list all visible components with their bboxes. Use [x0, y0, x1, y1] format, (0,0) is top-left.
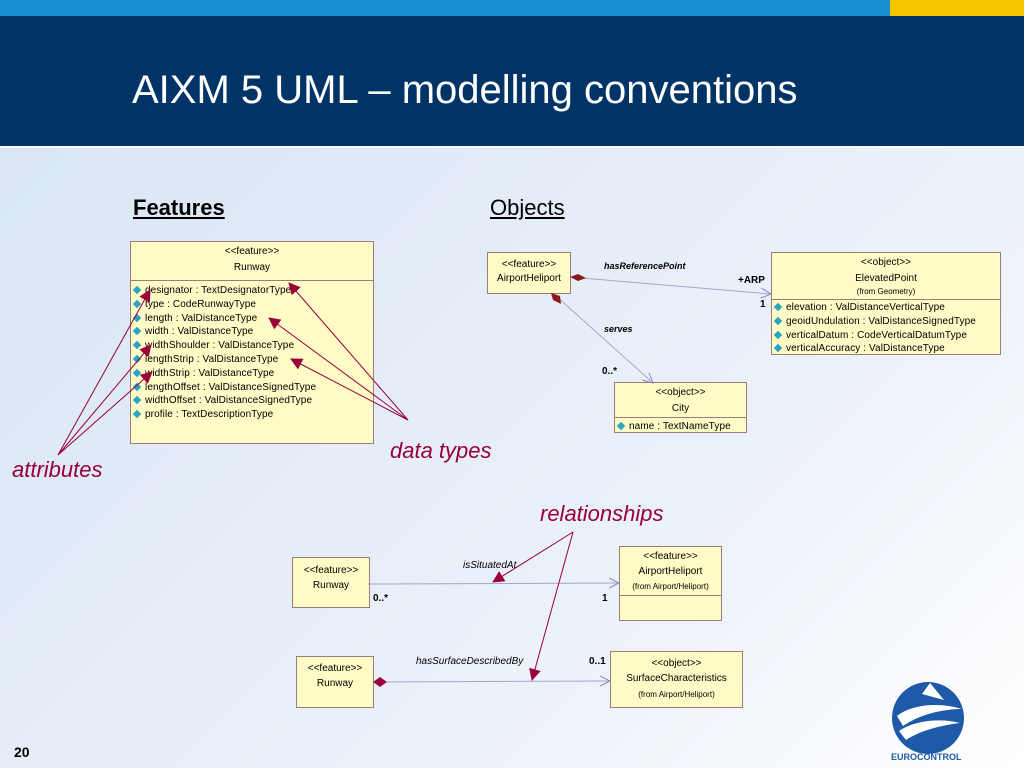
elevated-origin: (from Geometry) — [856, 287, 916, 296]
runway-source-stereotype: <<feature>> — [303, 565, 359, 576]
surface-stereotype: <<object>> — [651, 658, 702, 669]
callout-arrow-relationships — [492, 531, 574, 583]
label-has-reference-point: hasReferencePoint — [604, 261, 686, 271]
surface-name: SurfaceCharacteristics — [626, 673, 727, 684]
airport-target-stereotype: <<feature>> — [643, 551, 698, 562]
slide-title: AIXM 5 UML – modelling conventions — [132, 68, 798, 112]
runway-name: Runway — [233, 262, 271, 273]
city-attribute: name : TextNameType — [615, 420, 746, 434]
elevated-stereotype: <<object>> — [860, 257, 912, 268]
elevated-attribute: verticalDatum : CodeVerticalDatumType — [772, 329, 1000, 343]
runway-attribute: widthShoulder : ValDistanceType — [131, 339, 373, 353]
airport-target-name: AirportHeliport — [638, 566, 703, 577]
label-situated-target-multiplicity: 1 — [602, 593, 608, 604]
label-serves: serves — [604, 324, 633, 334]
airport-stereotype: <<feature>> — [501, 259, 557, 270]
elevated-attribute: geoidUndulation : ValDistanceSignedType — [772, 315, 1000, 329]
top-strip — [0, 0, 890, 16]
runway-attribute: lengthOffset : ValDistanceSignedType — [131, 381, 373, 395]
callout-attributes: attributes — [12, 457, 103, 482]
airport-target-class: <<feature>> AirportHeliport (from Airpor… — [619, 546, 722, 621]
runway-surface-source-class: <<feature>> Runway — [296, 656, 374, 708]
surface-origin: (from Airport/Heliport) — [638, 690, 715, 699]
elevated-attribute: elevation : ValDistanceVerticalType — [772, 301, 1000, 315]
runway-attribute: type : CodeRunwayType — [131, 298, 373, 312]
runway-class: <<feature>> Runway designator : TextDesi… — [130, 241, 374, 444]
runway-source-class: <<feature>> Runway — [292, 557, 370, 608]
composition-diamond — [373, 677, 387, 687]
eurocontrol-logo-icon — [892, 682, 964, 754]
aggregation-diamond — [551, 293, 561, 304]
runway-attribute: designator : TextDesignatorType — [131, 284, 373, 298]
elevated-point-class: <<object>> ElevatedPoint (from Geometry)… — [771, 252, 1001, 355]
elevated-attribute: verticalAccuracy : ValDistanceType — [772, 342, 1000, 356]
callout-arrow-attributes — [57, 371, 153, 456]
slide-header: AIXM 5 UML – modelling conventions — [0, 16, 1024, 146]
runway-surface-stereotype: <<feature>> — [307, 663, 363, 674]
callout-relationships: relationships — [540, 501, 664, 526]
runway-source-name: Runway — [312, 580, 350, 591]
runway-stereotype: <<feature>> — [224, 246, 280, 257]
runway-attribute: widthStrip : ValDistanceType — [131, 367, 373, 381]
logo-wordmark: EUROCONTROL — [891, 752, 962, 762]
runway-attribute: profile : TextDescriptionType — [131, 408, 373, 422]
surface-characteristics-class: <<object>> SurfaceCharacteristics (from … — [610, 651, 743, 708]
label-is-situated-at: isSituatedAt — [463, 560, 517, 571]
link-has-reference-point — [569, 276, 771, 294]
top-strip-accent — [890, 0, 1024, 16]
objects-heading: Objects — [490, 195, 565, 220]
label-surface-multiplicity: 0..1 — [589, 656, 606, 667]
city-name: City — [671, 403, 690, 414]
runway-attribute: length : ValDistanceType — [131, 312, 373, 326]
callout-arrow-attributes — [57, 289, 151, 456]
callout-arrow-attributes — [57, 344, 152, 456]
airport-heliport-class: <<feature>> AirportHeliport — [487, 252, 571, 294]
airport-name: AirportHeliport — [497, 273, 561, 284]
label-has-surface-described-by: hasSurfaceDescribedBy — [416, 656, 524, 667]
link-has-surface-described-by — [372, 681, 610, 682]
runway-attribute: widthOffset : ValDistanceSignedType — [131, 394, 373, 408]
callout-data-types: data types — [390, 438, 492, 463]
features-heading: Features — [133, 195, 225, 220]
callout-arrow-data-types — [288, 282, 409, 421]
page-number: 20 — [14, 744, 30, 760]
city-stereotype: <<object>> — [655, 387, 706, 398]
callout-arrow-data-types — [290, 358, 409, 421]
runway-surface-name: Runway — [316, 678, 354, 689]
elevated-name: ElevatedPoint — [855, 273, 917, 284]
link-serves — [554, 294, 653, 383]
label-arp-role: +ARP — [738, 275, 765, 286]
link-is-situated-at — [367, 583, 619, 584]
label-arp-multiplicity: 1 — [760, 299, 766, 310]
airport-target-origin: (from Airport/Heliport) — [632, 582, 709, 591]
runway-attribute: width : ValDistanceType — [131, 325, 373, 339]
label-serves-multiplicity: 0..* — [602, 366, 618, 377]
label-situated-source-multiplicity: 0..* — [373, 593, 389, 604]
city-class: <<object>> City name : TextNameType — [614, 382, 747, 433]
aggregation-diamond — [570, 274, 586, 281]
runway-attribute: lengthStrip : ValDistanceType — [131, 353, 373, 367]
callout-arrow-relationships — [529, 531, 574, 681]
callout-arrow-data-types — [268, 317, 409, 421]
